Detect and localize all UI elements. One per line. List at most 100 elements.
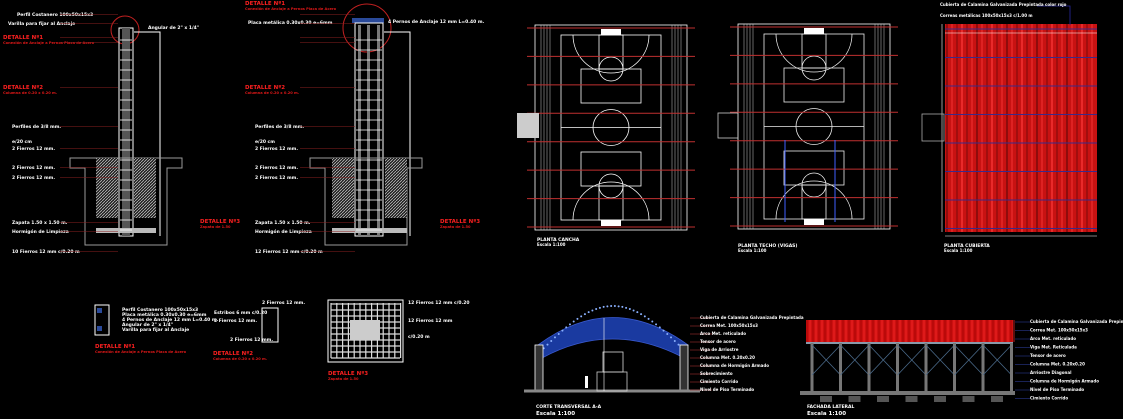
facade-scale: Escala 1:100 <box>807 411 846 417</box>
label: 2 Fierros 12 mm. <box>255 146 298 152</box>
truss-node <box>643 315 646 318</box>
truss-node <box>625 306 628 309</box>
three-point-arc <box>572 181 650 221</box>
goal <box>601 220 621 226</box>
label: 2 Fierros 12 mm. <box>214 318 257 324</box>
callout-sub: Columna de 0.20 x 0.20 m. <box>213 357 267 361</box>
truss-node <box>655 323 658 326</box>
section-note: Nivel de Piso Terminado <box>700 387 754 392</box>
facade-note: Nivel de Piso Terminado <box>1030 387 1084 392</box>
truss-node <box>658 326 661 329</box>
label: 12 Fierros 12 mm c/0.20 m <box>255 249 323 255</box>
small-detail-2: 2 Fierros 12 mm. Estribos 6 mm c/0.20 2 … <box>213 300 305 361</box>
callout-title: DETALLE Nº2 <box>3 84 43 91</box>
section-note: Correa Met. 100x50x15x3 <box>700 323 758 328</box>
column <box>534 344 544 391</box>
truss-node <box>666 332 669 335</box>
section-note: Sobrecimiento <box>700 371 733 376</box>
callout-title: DETALLE Nº3 <box>328 370 368 377</box>
truss-node <box>580 315 583 318</box>
label: e/20 cm <box>255 139 275 145</box>
footing <box>848 396 861 402</box>
callout-title: DETALLE Nº2 <box>213 350 253 357</box>
facade-note: Viga Met. Reticulada <box>1030 345 1077 350</box>
truss-node <box>640 313 643 316</box>
column-detail-b: DETALLE Nº1 Conexión de Anclaje a Pernos… <box>245 0 485 255</box>
human-figure <box>585 376 588 388</box>
label: 2 Fierros 12 mm. <box>12 175 55 181</box>
three-point-arc <box>775 180 853 220</box>
truss-node <box>602 305 605 308</box>
callout-title: DETALLE Nº1 <box>245 0 285 7</box>
label: Perfil Costanero 100x50x15x3 <box>122 307 198 313</box>
truss-node <box>587 311 590 314</box>
label: Perfil Costanero 100x50x15x3 <box>17 12 93 18</box>
callout-title: DETALLE Nº1 <box>95 343 135 350</box>
volleyball-zone <box>783 150 845 186</box>
truss-node <box>546 343 549 346</box>
diagonal-brace <box>868 344 898 376</box>
diagonal-brace <box>840 344 870 376</box>
callout-title: DETALLE Nº2 <box>245 84 285 91</box>
leader-line <box>1037 5 1071 25</box>
plan-title: PLANTA CANCHA <box>537 237 580 243</box>
center-circle <box>795 108 833 145</box>
roof-plan <box>921 5 1097 237</box>
callout-sub: Zapata de 1.50 <box>440 225 471 229</box>
truss-node <box>572 320 575 323</box>
diagonal-brace <box>982 344 1012 376</box>
facade-note: Arco Met. reticulado <box>1030 336 1076 341</box>
lateral-facade: Cubierta de Calamina Galvanizada Prepint… <box>800 319 1123 402</box>
label: Hormigón de Limpieza <box>12 228 69 235</box>
plan-title: PLANTA CUBIERTA <box>944 243 990 249</box>
truss-node <box>591 309 594 312</box>
roof-cover <box>945 24 1097 232</box>
truss-node <box>550 339 553 342</box>
truss-node <box>662 329 665 332</box>
callout-title: DETALLE Nº3 <box>440 218 480 225</box>
annex <box>921 113 945 142</box>
callout-sub: Columna de 0.20 x 0.20 m. <box>3 91 57 95</box>
section-title: CORTE TRANSVERSAL A-A <box>536 404 602 410</box>
callout-sub: Columna de 0.20 x 0.20 m. <box>245 91 299 95</box>
label: Estribos 6 mm c/0.20 <box>214 310 267 316</box>
label: Varilla para fijar al Anclaje <box>122 327 189 333</box>
label: Perfiles de 3/8 mm. <box>255 124 304 130</box>
facade-note: Columna Met. 0.20x0.20 <box>1030 362 1085 367</box>
callout-sub: Zapata de 1.50 <box>200 225 231 229</box>
footing <box>962 396 975 402</box>
goal <box>601 29 621 35</box>
plan-scale: Escala 1:100 <box>738 248 767 253</box>
basket-stand <box>596 371 628 392</box>
court-plan <box>517 24 695 231</box>
facade-note: Cubierta de Calamina Galvanizada Prepint… <box>1030 319 1123 324</box>
label: 10 Fierros 12 mm c/0.20 m <box>12 249 80 255</box>
truss-node <box>598 306 601 309</box>
truss-node <box>553 336 556 339</box>
cross-section: Cubierta de Calamina Galvanizada Prepint… <box>524 305 804 393</box>
label: Placa metálica 0.30x0.30 e=6mm <box>248 19 333 26</box>
label: 2 Fierros 12 mm. <box>255 165 298 171</box>
facade-note: Cimiento Corrido <box>1030 396 1068 401</box>
plan-title: PLANTA TECHO (VIGAS) <box>738 243 797 249</box>
truss-node <box>583 313 586 316</box>
column-detail-a: Perfil Costanero 100x50x15x3 Varilla par… <box>3 12 240 255</box>
truss-node <box>606 305 609 308</box>
callout-sub: Conexión de Anclaje a Pernos Placa de Ac… <box>245 7 337 11</box>
label: Varilla para fijar al Anclaje <box>8 21 75 27</box>
truss-node <box>568 323 571 326</box>
footing <box>877 396 889 402</box>
volleyball-zone <box>783 67 845 103</box>
diagonal-brace <box>925 344 955 376</box>
truss-node <box>595 307 598 310</box>
annex <box>517 113 539 138</box>
annex <box>717 112 739 139</box>
label: 12 Fierros 12 mm c/0.20 <box>408 300 469 306</box>
section-note: Columna Met. 0.20x0.20 <box>700 355 755 360</box>
callout-title: DETALLE Nº3 <box>200 218 240 225</box>
callout-sub: Conexión de Anclaje a Pernos Placa de Ac… <box>95 350 187 354</box>
facade-note: Arriostre Diagonal <box>1030 370 1072 375</box>
section-note: Arco Met. reticulado <box>700 331 746 336</box>
diagonal-brace <box>897 344 927 376</box>
truss-node <box>617 305 620 308</box>
